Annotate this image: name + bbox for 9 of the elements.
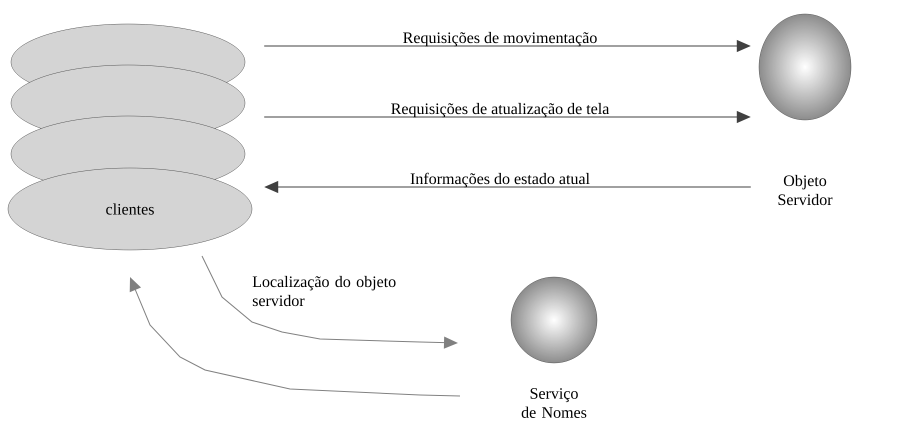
edge-label: Informações do estado atual — [410, 172, 590, 188]
ellipse-stack: clientes — [8, 24, 252, 250]
node-label: Serviço de Nomes — [522, 388, 586, 418]
edge-label: Localização do objeto servidor — [252, 276, 396, 306]
node-label: Objeto Servidor — [778, 174, 832, 206]
edge-label: Requisições de movimentação — [403, 32, 597, 46]
edge-label: Requisições de atualização de tela — [391, 102, 610, 118]
sphere: Objeto Servidor — [758, 14, 852, 206]
sphere: Serviço de Nomes — [510, 276, 598, 418]
